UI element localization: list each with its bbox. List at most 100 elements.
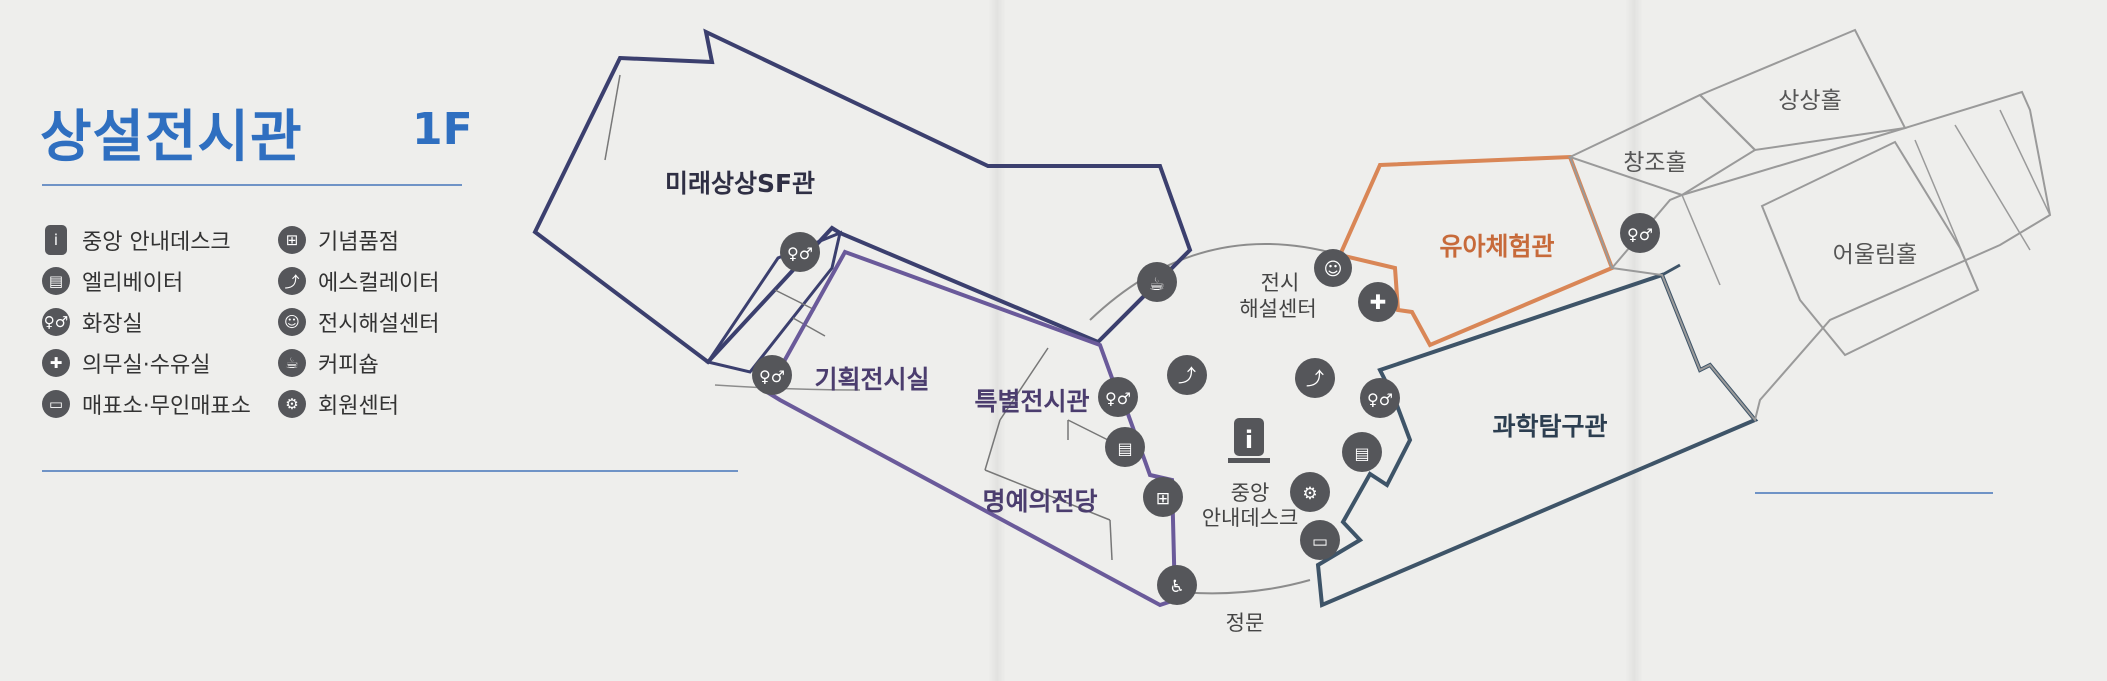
legend-label: 전시해설센터 bbox=[318, 312, 440, 337]
accessibility-icon[interactable]: ♿ bbox=[1157, 565, 1197, 605]
legend-divider bbox=[42, 470, 738, 472]
sf-annex bbox=[705, 230, 843, 374]
restroom-icon[interactable]: ♀♂ bbox=[1360, 378, 1400, 418]
hall-creation[interactable] bbox=[1567, 93, 1757, 197]
svg-text:▤: ▤ bbox=[1117, 439, 1132, 458]
legend-item-gift-shop: ⊞ 기념품점 bbox=[278, 225, 399, 255]
info-desk-icon[interactable]: i bbox=[1228, 418, 1270, 463]
page-fold bbox=[988, 0, 1006, 681]
hall-future-sf[interactable] bbox=[532, 28, 1193, 365]
member-center-icon: ⚙ bbox=[278, 390, 306, 418]
svg-text:▭: ▭ bbox=[1312, 532, 1328, 552]
legend-item-first-aid: ✚ 의무실·수유실 bbox=[42, 348, 210, 378]
info-desk-label-line2: 안내데스크 bbox=[1202, 506, 1299, 530]
legend-label: 회원센터 bbox=[318, 394, 399, 419]
hall-label-special-hall: 특별전시관 bbox=[974, 387, 1089, 416]
legend-label: 에스컬레이터 bbox=[318, 271, 440, 296]
elevator-icon[interactable]: ▤ bbox=[1342, 432, 1382, 472]
wall-line bbox=[604, 74, 621, 161]
svg-text:☺: ☺ bbox=[1324, 259, 1343, 280]
wall-line bbox=[1067, 419, 1109, 441]
wall-line bbox=[984, 469, 1111, 521]
hall-label-creation: 창조홀 bbox=[1623, 150, 1686, 176]
floor-indicator: 1F bbox=[412, 104, 473, 155]
elevator-icon: ▤ bbox=[42, 267, 70, 295]
svg-text:♀♂: ♀♂ bbox=[787, 244, 813, 263]
ticket-icon: ▭ bbox=[42, 390, 70, 418]
hall-label-together: 어울림홀 bbox=[1833, 242, 1918, 268]
legend-item-docent-center: ☺ 전시해설센터 bbox=[278, 307, 439, 337]
restroom-icon[interactable]: ♀♂ bbox=[1620, 213, 1660, 253]
restroom-icon[interactable]: ♀♂ bbox=[780, 232, 820, 272]
hall-special-exhibit[interactable] bbox=[764, 249, 1178, 608]
page-fold bbox=[1625, 0, 1643, 681]
corridor-left bbox=[714, 384, 861, 391]
svg-text:♀♂: ♀♂ bbox=[759, 367, 785, 386]
escalator-icon[interactable]: ⤴ bbox=[1295, 358, 1335, 398]
lobby-curve-top bbox=[1089, 243, 1341, 321]
member-center-icon[interactable]: ⚙ bbox=[1290, 472, 1330, 512]
title-divider bbox=[42, 184, 462, 186]
restroom-icon[interactable]: ♀♂ bbox=[752, 355, 792, 395]
info-desk-icon: i bbox=[45, 225, 67, 255]
docent-center-label-line1: 전시 bbox=[1261, 271, 1300, 295]
wall-line bbox=[1569, 156, 1613, 269]
svg-text:♿: ♿ bbox=[1169, 577, 1184, 597]
legend-item-elevator: ▤ 엘리베이터 bbox=[42, 266, 183, 296]
hall-label-imagination: 상상홀 bbox=[1778, 88, 1841, 114]
restroom-icon[interactable]: ♀♂ bbox=[1098, 377, 1138, 417]
legend-item-coffee: ☕ 커피숍 bbox=[278, 348, 379, 378]
hall-label-hall-of-fame: 명예의전당 bbox=[982, 487, 1097, 516]
legend-label: 기념품점 bbox=[318, 230, 399, 255]
ticket-icon[interactable]: ▭ bbox=[1300, 520, 1340, 560]
legend-item-member-center: ⚙ 회원센터 bbox=[278, 389, 399, 419]
svg-text:⚙: ⚙ bbox=[1302, 484, 1317, 504]
docent-center-label-line2: 해설센터 bbox=[1239, 297, 1316, 321]
svg-text:♀♂: ♀♂ bbox=[1367, 390, 1393, 409]
wall-line bbox=[774, 289, 816, 311]
wall-line bbox=[1914, 139, 1979, 291]
docent-center-icon[interactable]: ☺ bbox=[1314, 249, 1352, 287]
docent-center-icon: ☺ bbox=[278, 308, 306, 336]
legend-item-info-desk: i 중앙 안내데스크 bbox=[42, 225, 231, 255]
svg-text:⤴: ⤴ bbox=[1306, 369, 1324, 390]
coffee-icon[interactable]: ☕ bbox=[1137, 262, 1177, 302]
wall-line bbox=[999, 347, 1049, 421]
svg-text:⊞: ⊞ bbox=[1156, 489, 1170, 509]
first-aid-icon[interactable]: ✚ bbox=[1358, 282, 1398, 322]
gift-shop-icon[interactable]: ⊞ bbox=[1143, 477, 1183, 517]
legend-label: 화장실 bbox=[82, 312, 143, 337]
info-desk-label-line1: 중앙 bbox=[1231, 481, 1270, 505]
escalator-icon[interactable]: ⤴ bbox=[1167, 355, 1207, 395]
svg-text:♀♂: ♀♂ bbox=[1105, 389, 1131, 408]
legend-item-ticket: ▭ 매표소·무인매표소 bbox=[42, 389, 251, 419]
svg-text:♀♂: ♀♂ bbox=[1627, 225, 1653, 244]
svg-text:✚: ✚ bbox=[1370, 290, 1387, 314]
gift-shop-icon: ⊞ bbox=[278, 226, 306, 254]
wall-line bbox=[1954, 124, 2031, 251]
right-divider bbox=[1755, 492, 1993, 494]
legend-label: 커피숍 bbox=[318, 353, 379, 378]
legend-item-escalator: ⤴ 에스컬레이터 bbox=[278, 266, 439, 296]
restroom-icon: ♀♂ bbox=[42, 308, 70, 336]
legend-item-restroom: ♀♂ 화장실 bbox=[42, 307, 143, 337]
legend-label: 중앙 안내데스크 bbox=[82, 230, 231, 255]
wall-line bbox=[1109, 519, 1113, 561]
legend-label: 매표소·무인매표소 bbox=[82, 394, 251, 419]
page-title: 상설전시관 bbox=[40, 105, 303, 170]
wall-line bbox=[1681, 194, 1721, 286]
legend-label: 의무실·수유실 bbox=[82, 353, 211, 378]
wall-line bbox=[1661, 263, 1681, 277]
svg-text:☕: ☕ bbox=[1149, 274, 1165, 295]
wall-line bbox=[792, 317, 826, 337]
legend-label: 엘리베이터 bbox=[82, 271, 184, 296]
hall-label-special-exhibit: 기획전시실 bbox=[814, 365, 929, 394]
wall-line bbox=[984, 419, 1001, 471]
svg-text:i: i bbox=[1245, 426, 1253, 454]
elevator-icon[interactable]: ▤ bbox=[1105, 427, 1145, 467]
hall-label-kids: 유아체험관 bbox=[1439, 232, 1554, 261]
wing-corridor bbox=[1610, 90, 2052, 423]
svg-text:⤴: ⤴ bbox=[1178, 366, 1196, 387]
main-gate-label: 정문 bbox=[1226, 611, 1265, 635]
